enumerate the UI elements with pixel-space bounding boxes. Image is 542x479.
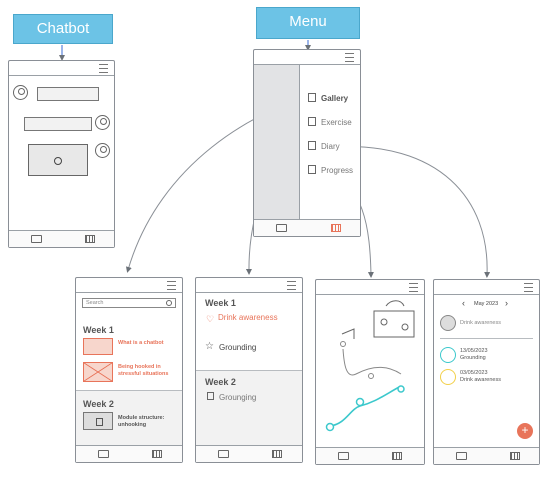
search-icon [166, 300, 172, 306]
chat-icon[interactable] [31, 235, 42, 243]
exercise-item-2[interactable]: Grounding [219, 343, 257, 352]
hamburger-icon[interactable] [99, 64, 108, 73]
image-icon[interactable] [83, 362, 113, 382]
media-message[interactable] [28, 144, 88, 176]
chat-icon[interactable] [456, 452, 467, 460]
menu-item-gallery[interactable]: Gallery [321, 94, 349, 103]
flag-icon[interactable] [308, 165, 316, 174]
gallery-item-1[interactable]: What is a chatbot [118, 340, 164, 346]
previous-month-button[interactable]: ‹ [462, 298, 465, 308]
gallery-screen: Search Week 1 What is a chatbot Being ho… [75, 277, 183, 463]
heart-icon: ♡ [206, 314, 215, 324]
diary-entry-2-date: 03/05/2023 [460, 370, 488, 376]
diary-entry-2-label[interactable]: Drink awareness [460, 377, 501, 383]
search-input[interactable]: Search [82, 298, 176, 308]
diary-icon[interactable] [308, 141, 316, 150]
user-message-bubble [24, 117, 92, 131]
play-icon [54, 157, 62, 165]
week-2-section [196, 370, 302, 447]
next-month-button[interactable]: › [505, 298, 508, 308]
menu-drawer-backdrop [254, 65, 300, 220]
grid-icon[interactable] [392, 452, 402, 460]
diary-entry-1-label[interactable]: Grounding [460, 355, 486, 361]
exercise-item-1[interactable]: Drink awareness [218, 313, 278, 322]
grid-icon[interactable] [272, 450, 282, 458]
section-divider [76, 390, 182, 391]
grid-icon[interactable] [152, 450, 162, 458]
star-icon: ☆ [205, 341, 214, 352]
grid-icon[interactable] [331, 224, 341, 232]
locked-node [368, 373, 374, 379]
chatbot-label: Chatbot [13, 14, 113, 44]
entries-divider [440, 338, 533, 339]
diary-screen: ‹ May 2023 › Drink awareness 13/05/2023 … [433, 279, 540, 465]
lock-icon [83, 412, 113, 430]
hamburger-icon[interactable] [345, 53, 354, 62]
image-icon[interactable] [440, 347, 456, 363]
chat-icon[interactable] [338, 452, 349, 460]
progress-node [355, 397, 365, 407]
hamburger-icon[interactable] [524, 283, 533, 292]
progress-path [325, 300, 415, 432]
diary-entry-1-date: 13/05/2023 [460, 348, 488, 354]
month-label: May 2023 [474, 301, 499, 307]
exercise-item-3[interactable]: Grounging [219, 393, 257, 402]
chat-icon[interactable] [98, 450, 109, 458]
image-icon[interactable] [440, 369, 456, 385]
exercise-icon[interactable] [308, 117, 316, 126]
locked-node [340, 341, 346, 347]
gallery-item-3[interactable]: Module structure: unhooking [118, 415, 165, 428]
week-1-heading: Week 1 [83, 325, 114, 335]
image-icon[interactable] [83, 338, 113, 355]
avatar-icon [95, 115, 110, 130]
week-1-heading: Week 1 [205, 298, 236, 308]
diary-entry-0[interactable]: Drink awareness [460, 320, 501, 326]
avatar-icon [95, 143, 110, 158]
menu-label: Menu [256, 7, 360, 39]
grid-icon[interactable] [510, 452, 520, 460]
menu-item-diary[interactable]: Diary [321, 142, 340, 151]
exercise-screen: Week 1 ♡ Drink awareness ☆ Grounding Wee… [195, 277, 303, 463]
image-icon[interactable] [440, 315, 456, 331]
plus-icon[interactable]: + [517, 423, 533, 439]
menu-screen: Gallery Exercise Diary Progress [253, 49, 361, 237]
bot-message-bubble [37, 87, 99, 101]
week-2-heading: Week 2 [205, 377, 236, 387]
avatar-icon [13, 85, 28, 100]
search-placeholder: Search [86, 300, 104, 306]
grid-icon[interactable] [85, 235, 95, 243]
start-node [325, 422, 335, 432]
lock-icon [207, 392, 214, 400]
treasure-map-icon [373, 310, 415, 338]
menu-item-progress[interactable]: Progress [321, 166, 354, 175]
chat-icon[interactable] [218, 450, 229, 458]
hamburger-icon[interactable] [167, 281, 176, 290]
menu-item-exercise[interactable]: Exercise [321, 118, 352, 127]
progress-screen [315, 279, 425, 465]
hamburger-icon[interactable] [409, 283, 418, 292]
gallery-icon[interactable] [308, 93, 316, 102]
progress-node [397, 385, 405, 393]
week-2-heading: Week 2 [83, 399, 114, 409]
chatbot-screen [8, 60, 115, 248]
chat-icon[interactable] [276, 224, 287, 232]
hamburger-icon[interactable] [287, 281, 296, 290]
gallery-item-2[interactable]: Being hooked in stressful situations [118, 364, 169, 377]
